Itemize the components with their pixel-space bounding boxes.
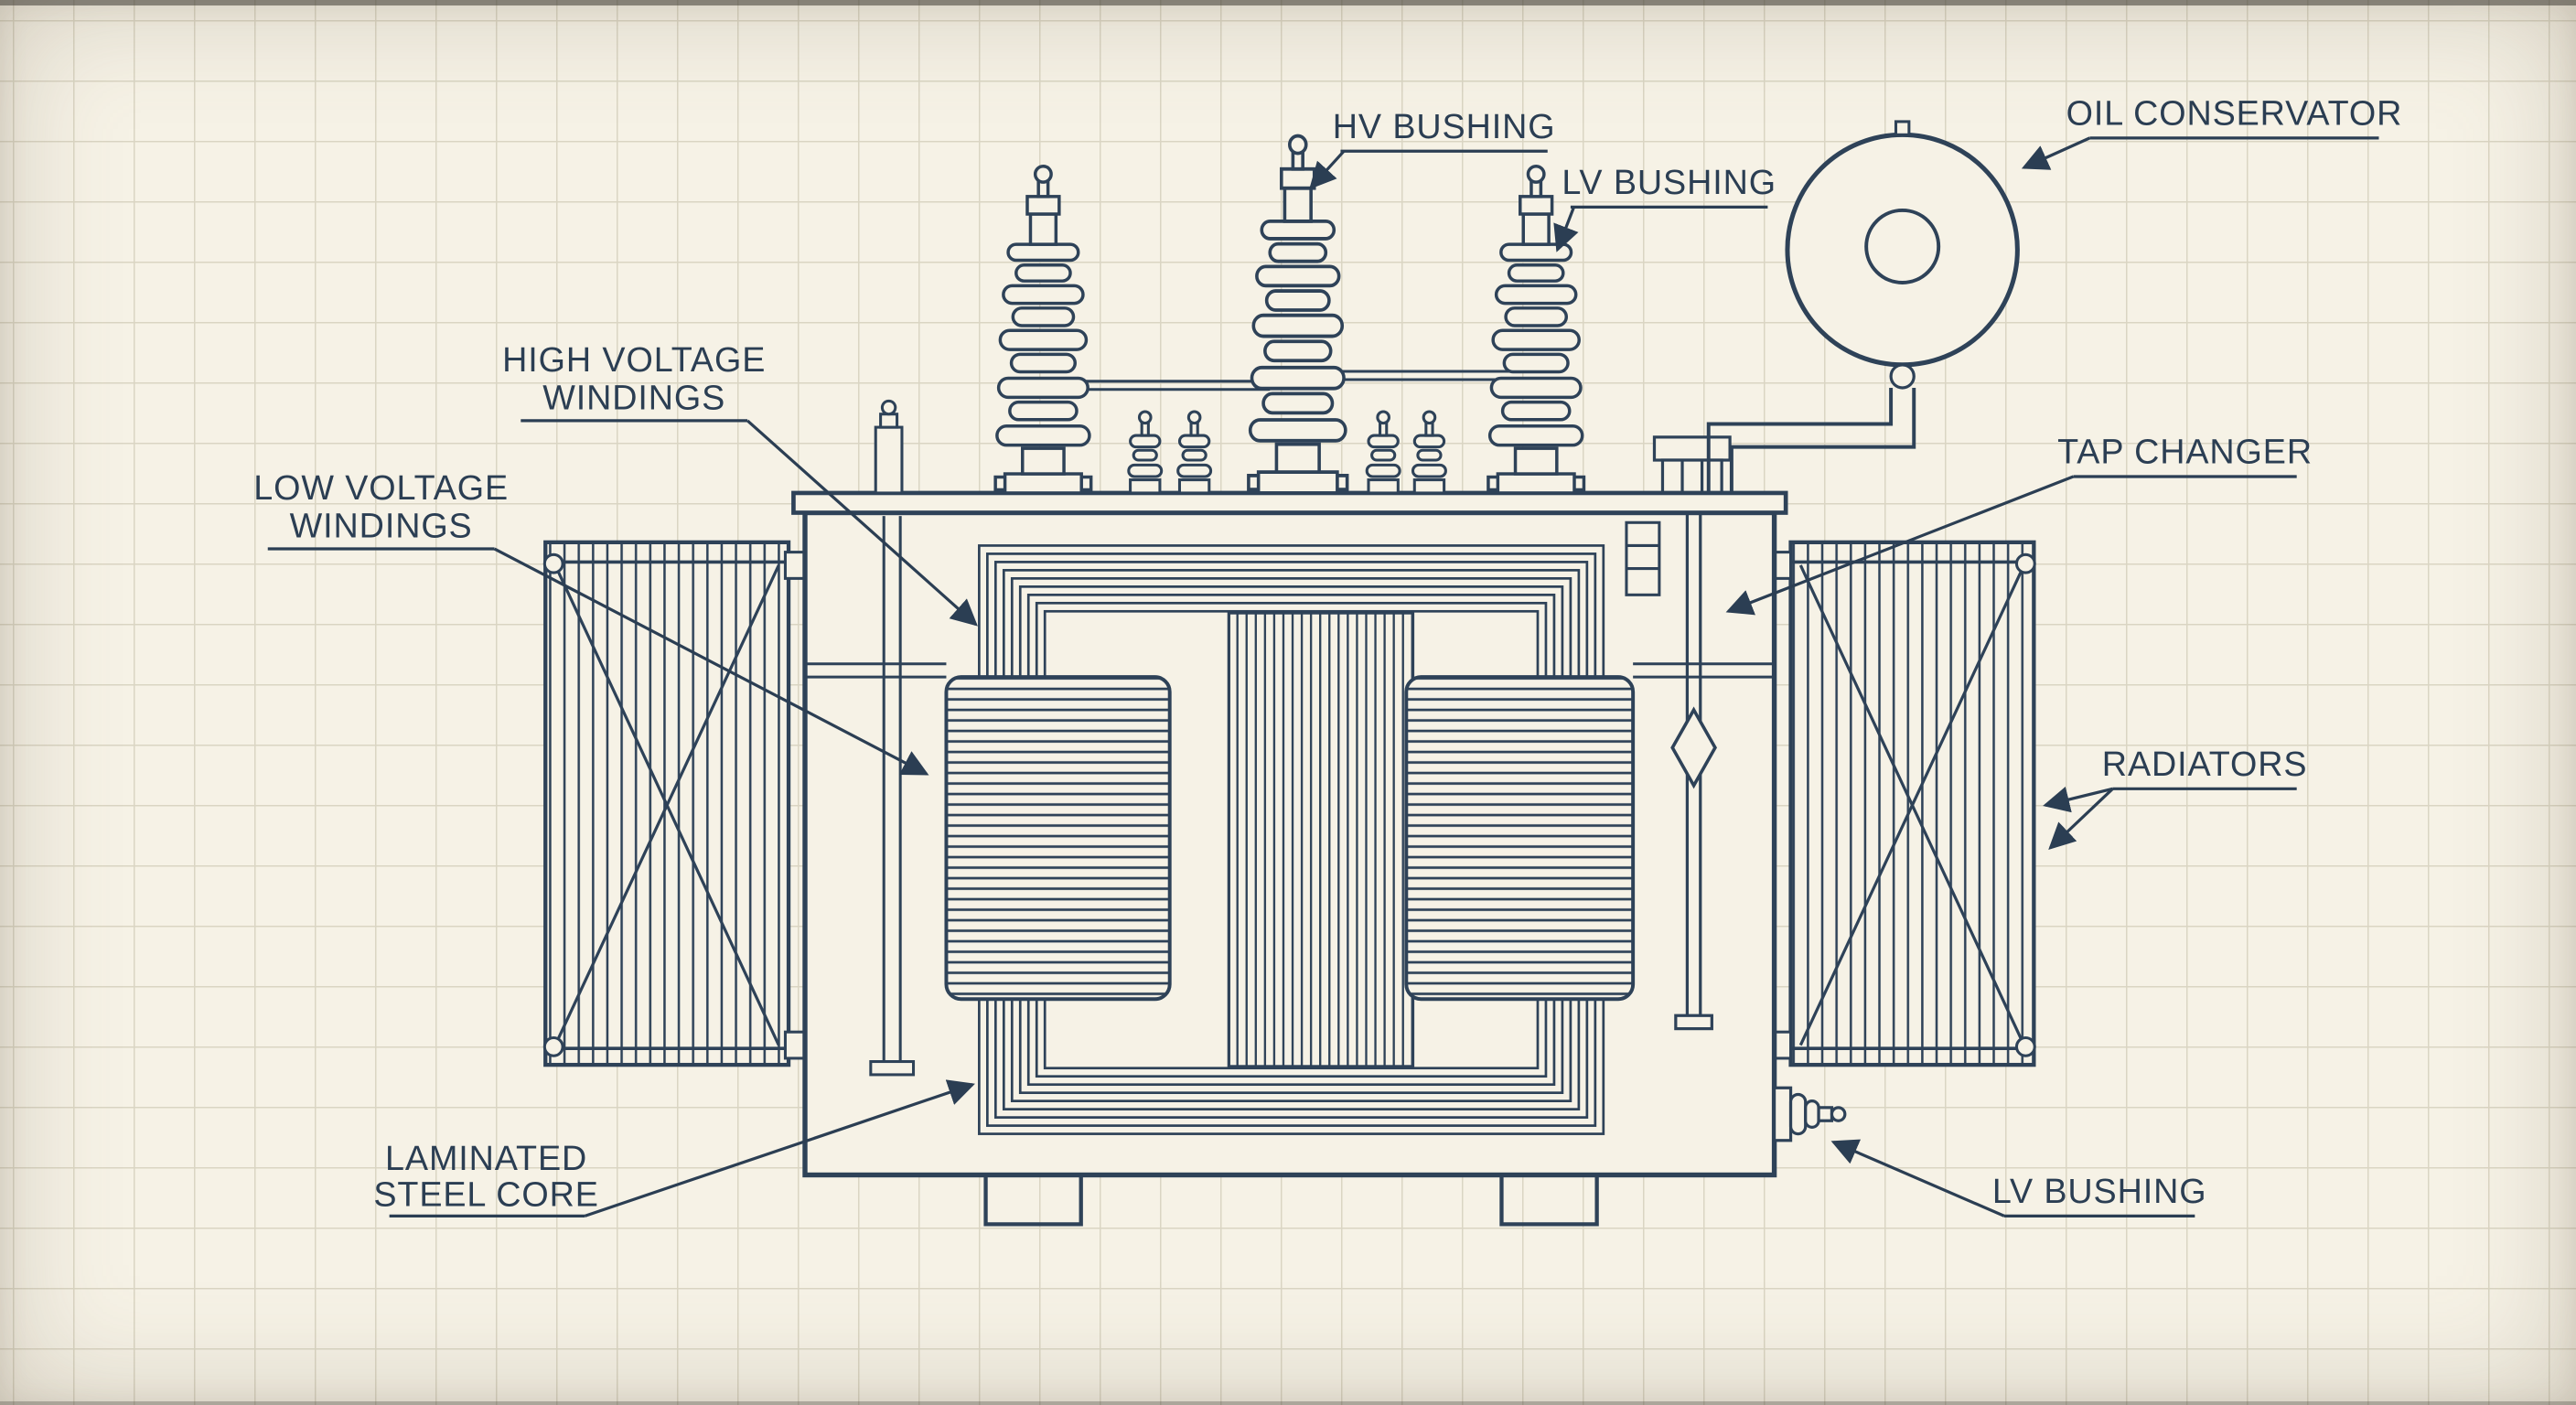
tank-lid — [791, 490, 1788, 515]
core-label-line1: LAMINATED — [385, 1139, 587, 1177]
side-lv-bushing — [1772, 1086, 1847, 1142]
lv-bushing-bottom-label: LV BUSHING — [1992, 1172, 2207, 1210]
small-bushing-3 — [1365, 410, 1401, 495]
lv-windings-label-line1: LOW VOLTAGE — [253, 468, 509, 507]
tank-legs — [983, 1174, 1599, 1227]
hv-bushing-middle — [1246, 134, 1349, 495]
tap-changer-label: TAP CHANGER — [2057, 433, 2313, 471]
transformer-drawing — [542, 120, 2036, 1227]
hv-bushing-label: HV BUSHING — [1333, 107, 1556, 145]
core-leader — [584, 1079, 975, 1217]
right-winding — [1404, 675, 1636, 1002]
small-bushing-1 — [1127, 410, 1164, 495]
tap-changer — [1652, 435, 1732, 1031]
radiators-leader-1 — [2043, 786, 2113, 813]
small-bushing-2 — [1176, 410, 1213, 495]
lv-bushing-bottom-leader — [1830, 1139, 2005, 1217]
hv-bushing-left — [993, 164, 1093, 495]
windings — [944, 675, 1636, 1002]
right-radiator — [1766, 540, 2036, 1067]
tank-internals — [805, 516, 1775, 1077]
lv-bushing-top-leader — [1553, 206, 1579, 252]
lv-windings-label-line2: WINDINGS — [290, 506, 473, 544]
core-label-line2: STEEL CORE — [373, 1175, 598, 1214]
hv-windings-label-line2: WINDINGS — [542, 378, 725, 416]
tap-changer-leader — [1725, 475, 2075, 616]
hv-bushing-leader — [1309, 150, 1346, 189]
bushings — [874, 134, 1586, 495]
left-winding — [944, 675, 1172, 1002]
thermowell — [874, 399, 904, 495]
hv-windings-leader — [746, 419, 978, 627]
small-bushing-4 — [1411, 410, 1447, 495]
radiators-label: RADIATORS — [2102, 745, 2308, 783]
oil-conservator-leader — [2021, 136, 2091, 170]
conservator-pipe — [1706, 387, 1894, 493]
lv-windings-leader — [493, 547, 929, 776]
oil-conservator — [1706, 120, 2020, 493]
hv-windings-label-line1: HIGH VOLTAGE — [502, 340, 766, 379]
bus-connections — [1070, 370, 1512, 391]
lv-bushing-top-label: LV BUSHING — [1562, 163, 1776, 201]
left-radiator — [542, 540, 810, 1067]
oil-conservator-label: OIL CONSERVATOR — [2066, 94, 2403, 133]
annotations: HV BUSHING LV BUSHING OIL CONSERVATOR HI… — [253, 94, 2403, 1218]
radiators-leader-2 — [2048, 788, 2114, 850]
